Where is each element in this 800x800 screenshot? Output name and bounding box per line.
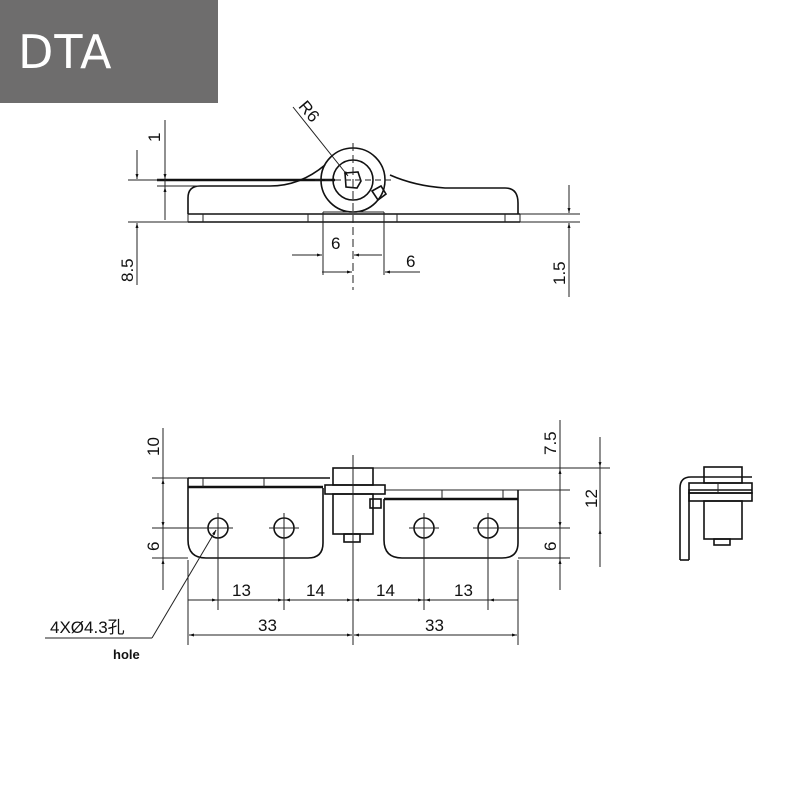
dim-left-hole-edge: 6 [144, 542, 163, 551]
dim-left-top-offset: 10 [144, 437, 163, 456]
hole-3 [409, 513, 439, 610]
radius-label: R6 [295, 97, 324, 126]
dim-plate-thickness: 1.5 [550, 261, 569, 285]
product-code-badge: DTA [0, 0, 218, 103]
dim-right-total: 12 [582, 489, 601, 508]
dim-half-left: 33 [258, 616, 277, 635]
top-view: R6 1 8.5 6 6 1.5 [118, 97, 580, 297]
dim-right-hole-edge: 6 [541, 542, 560, 551]
hole-callout: 4XØ4.3孔 [50, 618, 125, 637]
hole-4 [473, 513, 570, 610]
hole-callout-subtext: hole [113, 647, 140, 662]
hole-2 [269, 513, 299, 610]
dim-pin-offset-left: 6 [331, 234, 340, 253]
front-view: 10 6 7.5 6 12 13 14 14 13 [45, 420, 610, 662]
dim-half-right: 33 [425, 616, 444, 635]
dim-right-top-offset: 7.5 [541, 431, 560, 455]
dim-seg-13-left: 13 [232, 581, 251, 600]
product-code-text: DTA [18, 25, 113, 79]
dim-seg-14-left: 14 [306, 581, 325, 600]
side-view [679, 466, 753, 561]
dim-seg-13-right: 13 [454, 581, 473, 600]
dim-pin-offset-right: 6 [406, 252, 415, 271]
dim-seg-14-right: 14 [376, 581, 395, 600]
dim-overall-height: 8.5 [118, 258, 137, 282]
dim-top-thickness: 1 [145, 133, 164, 142]
